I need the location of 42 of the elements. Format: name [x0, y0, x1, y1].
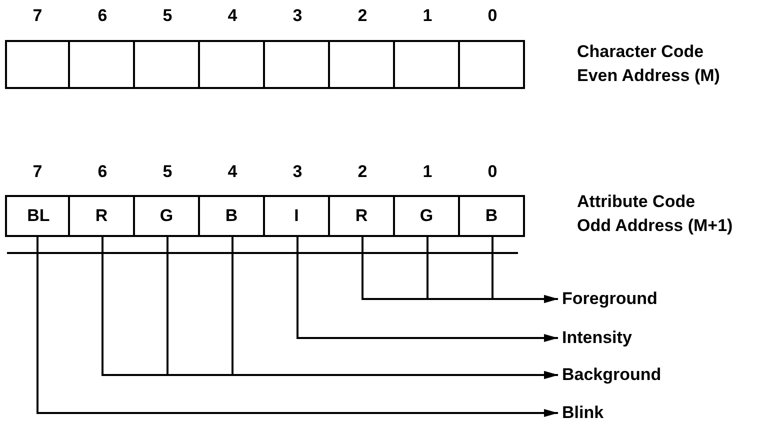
bit-cell: G	[133, 195, 200, 237]
bit-number: 3	[292, 5, 304, 27]
bit-number: 2	[356, 161, 368, 183]
bit-number: 1	[422, 5, 434, 27]
register-label: Even Address (M)	[577, 65, 720, 87]
bit-number: 2	[356, 5, 368, 27]
bit-number: 1	[422, 161, 434, 183]
bit-cell	[393, 40, 460, 89]
bit-cell: B	[458, 195, 525, 237]
bit-number: 3	[292, 161, 304, 183]
arrow	[492, 237, 558, 303]
bit-number: 5	[162, 161, 174, 183]
bit-number: 6	[96, 5, 108, 27]
arrow	[232, 237, 558, 379]
arrow	[296, 237, 558, 342]
bit-number: 6	[96, 161, 108, 183]
bit-number: 0	[486, 5, 498, 27]
bit-number: 7	[32, 5, 44, 27]
bit-cell: G	[393, 195, 460, 237]
bit-number: 4	[226, 161, 238, 183]
bit-cell: R	[328, 195, 395, 237]
field-label: Foreground	[562, 288, 658, 310]
field-label: Background	[562, 364, 662, 386]
bit-cell	[328, 40, 395, 89]
arrow	[36, 237, 558, 417]
bit-cell: I	[263, 195, 330, 237]
register-label: Character Code	[577, 41, 704, 63]
register-label: Odd Address (M+1)	[577, 215, 733, 237]
bit-cell: R	[68, 195, 135, 237]
bit-number: 7	[32, 161, 44, 183]
bit-cell	[458, 40, 525, 89]
field-label: Blink	[562, 402, 604, 424]
bit-cell: B	[198, 195, 265, 237]
bit-cell	[198, 40, 265, 89]
bit-number: 0	[486, 161, 498, 183]
bit-number: 5	[162, 5, 174, 27]
field-label: Intensity	[562, 327, 632, 349]
register-label: Attribute Code	[577, 191, 696, 213]
bit-cell	[133, 40, 200, 89]
bit-number: 4	[226, 5, 238, 27]
bit-cell	[68, 40, 135, 89]
bit-cell	[263, 40, 330, 89]
